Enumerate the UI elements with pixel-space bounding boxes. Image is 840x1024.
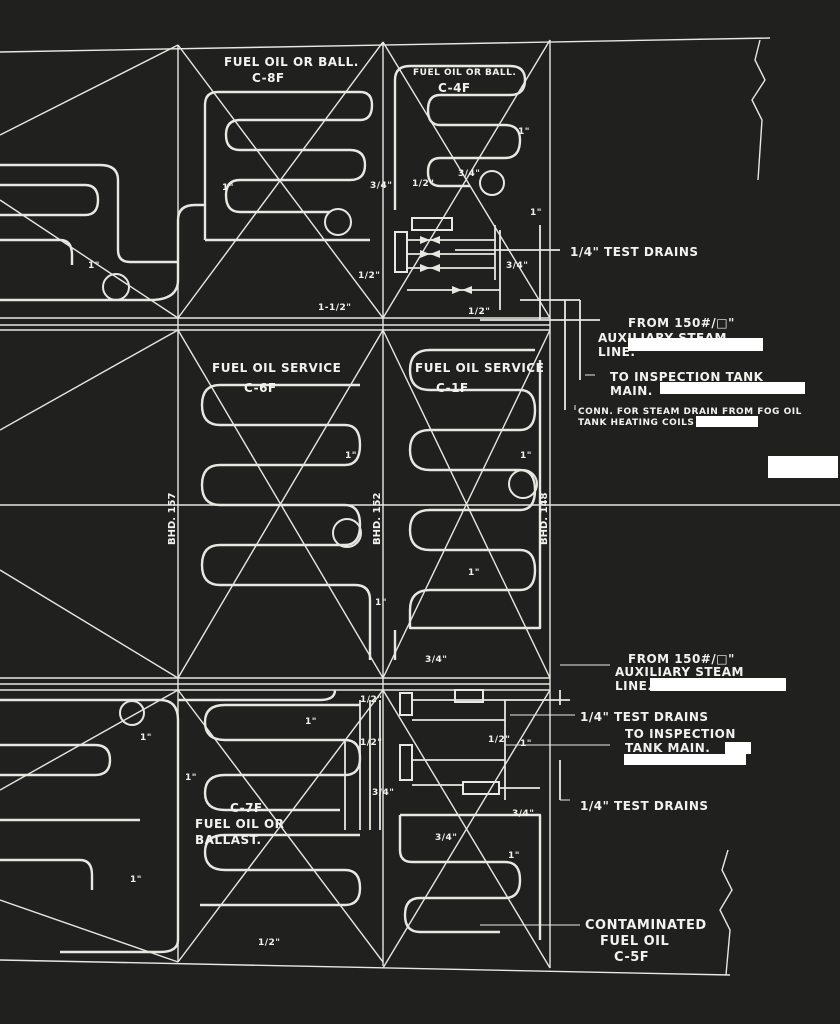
pipe-size-6: 1" <box>530 208 542 218</box>
pipe-size-3: 1/2" <box>412 179 435 189</box>
bulkhead-148-label: BHD. 148 <box>539 493 550 545</box>
redaction-2 <box>660 382 805 394</box>
tank-c4f-id: C-4F <box>438 81 471 95</box>
pipe-size-25: 3/4" <box>512 809 535 819</box>
steam-line-label-2a: FROM 150#/□" <box>628 652 735 666</box>
inspection-main-label-1a: TO INSPECTION TANK <box>610 370 764 384</box>
tank-c8f-label: FUEL OIL OR BALL. <box>224 55 359 69</box>
tank-c1f-label: FUEL OIL SERVICE <box>415 361 544 375</box>
redaction-4 <box>768 456 838 478</box>
pipe-size-4: 3/4" <box>458 169 481 179</box>
test-drains-label-3: 1/4" TEST DRAINS <box>580 799 709 813</box>
pipe-size-11: 3/4" <box>506 261 529 271</box>
steam-line-label-2b: AUXILIARY STEAM <box>615 665 744 679</box>
tank-c7f-label-2: BALLAST. <box>195 833 262 847</box>
redaction-7 <box>624 754 746 765</box>
tank-c8f-id: C-8F <box>252 71 285 85</box>
heating-coils <box>0 64 542 954</box>
pipe-size-15: 1" <box>375 598 387 608</box>
tank-c6f-label: FUEL OIL SERVICE <box>212 361 341 375</box>
pipe-size-8: 1/2" <box>358 271 381 281</box>
pipe-size-18: 1" <box>305 717 317 727</box>
bulkhead-157-label: BHD. 157 <box>167 493 178 545</box>
redaction-3 <box>696 416 758 427</box>
drain-wells <box>102 170 538 726</box>
pipe-size-2: 3/4" <box>370 181 393 191</box>
steam-line-label-1a: FROM 150#/□" <box>628 316 735 330</box>
pipe-size-21: 1/2" <box>488 735 511 745</box>
pipe-size-13: 1" <box>520 451 532 461</box>
pipe-size-28: 1" <box>130 875 142 885</box>
tank-c1f-id: C-1F <box>436 381 469 395</box>
pipe-size-23: 1" <box>185 773 197 783</box>
valve-manifold-lower <box>344 689 570 830</box>
pipe-size-26: 3/4" <box>435 833 458 843</box>
conn-steam-drain-label-b: TANK HEATING COILS <box>578 418 694 428</box>
tank-c4f-label: FUEL OIL OR BALL. <box>413 68 516 78</box>
test-drains-label-2: 1/4" TEST DRAINS <box>580 710 709 724</box>
pipe-size-17: 1/2" <box>360 695 383 705</box>
pipe-size-5: 1" <box>518 127 530 137</box>
leader-lines <box>480 249 610 926</box>
pipe-size-29: 1/2" <box>258 938 281 948</box>
steam-line-label-1c: LINE. <box>598 345 635 359</box>
conn-steam-drain-label-a: CONN. FOR STEAM DRAIN FROM FOG OIL <box>578 407 802 417</box>
pipe-size-1: 1" <box>222 183 234 193</box>
redaction-5 <box>650 678 786 691</box>
tank-c5f-label-2: FUEL OIL <box>600 934 669 949</box>
pipe-size-9: 1/2" <box>468 307 491 317</box>
tank-c7f-label-1: FUEL OIL OR <box>195 817 284 831</box>
pipe-size-20: 1/2" <box>360 738 383 748</box>
redaction-6 <box>725 742 751 754</box>
pipe-size-27: 1" <box>508 851 520 861</box>
tank-c6f-id: C-6F <box>244 381 277 395</box>
pipe-size-12: 1" <box>345 451 357 461</box>
pipe-size-14: 1" <box>468 568 480 578</box>
pipe-size-annotations: 1" 3/4" 1/2" 3/4" 1" 1" 1" 1/2" 1/2" 1-1… <box>88 127 542 948</box>
tank-c5f-id: C-5F <box>614 950 649 965</box>
pipe-size-10: 1-1/2" <box>318 303 352 313</box>
pipe-size-19: 1" <box>140 733 152 743</box>
redaction-1 <box>628 338 763 351</box>
pipe-size-16: 3/4" <box>425 655 448 665</box>
valve-manifold-upper <box>394 217 600 410</box>
pipe-size-7: 1" <box>88 261 100 271</box>
bulkhead-152-label: BHD. 152 <box>372 493 383 545</box>
steam-line-label-2c: LINE. <box>615 679 652 693</box>
test-drains-label-1: 1/4" TEST DRAINS <box>570 245 699 259</box>
inspection-main-label-2b: TANK MAIN. <box>625 741 710 755</box>
inspection-main-label-1b: MAIN. <box>610 384 653 398</box>
pipe-size-22: 1" <box>520 739 532 749</box>
inspection-main-label-2a: TO INSPECTION <box>625 727 736 741</box>
tank-c5f-label-1: CONTAMINATED <box>585 918 707 933</box>
pipe-size-24: 3/4" <box>372 788 395 798</box>
tank-c7f-id: C-7F <box>230 801 263 815</box>
